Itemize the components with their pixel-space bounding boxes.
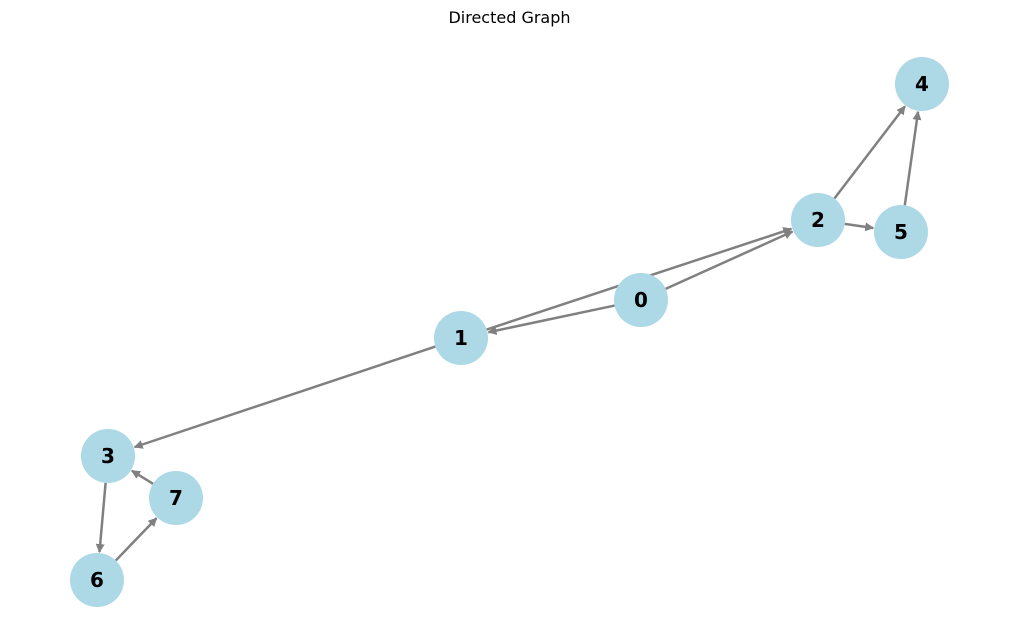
edge-1-to-3 bbox=[133, 345, 436, 449]
edge-7-to-3 bbox=[131, 469, 154, 485]
node-1: 1 bbox=[434, 311, 488, 365]
edge-2-to-5 bbox=[844, 222, 875, 232]
node-circle bbox=[149, 471, 203, 525]
edges-layer bbox=[95, 105, 922, 562]
edge-2-to-4 bbox=[833, 105, 906, 200]
edge-0-to-1 bbox=[487, 304, 615, 335]
node-5: 5 bbox=[874, 205, 928, 259]
edge-0-to-2 bbox=[665, 230, 794, 291]
node-label: 3 bbox=[101, 444, 115, 468]
edge-3-to-6 bbox=[95, 482, 107, 554]
node-3: 3 bbox=[81, 429, 135, 483]
diagram-title: Directed Graph bbox=[448, 8, 571, 27]
node-circle bbox=[81, 429, 135, 483]
node-label: 5 bbox=[894, 220, 908, 244]
node-7: 7 bbox=[149, 471, 203, 525]
node-label: 0 bbox=[634, 288, 648, 312]
nodes-layer: 0 1 2 3 4 5 6 7 bbox=[70, 57, 949, 607]
edge-6-to-7 bbox=[114, 517, 158, 562]
node-circle bbox=[874, 205, 928, 259]
node-circle bbox=[434, 311, 488, 365]
node-circle bbox=[895, 57, 949, 111]
node-label: 4 bbox=[915, 72, 929, 96]
edge-5-to-4 bbox=[903, 110, 922, 206]
node-4: 4 bbox=[895, 57, 949, 111]
node-label: 6 bbox=[90, 568, 104, 592]
node-2: 2 bbox=[791, 193, 845, 247]
node-0: 0 bbox=[614, 273, 668, 327]
node-label: 7 bbox=[169, 486, 183, 510]
node-circle bbox=[614, 273, 668, 327]
node-circle bbox=[70, 553, 124, 607]
node-circle bbox=[791, 193, 845, 247]
node-label: 2 bbox=[811, 208, 825, 232]
node-label: 1 bbox=[454, 326, 468, 350]
node-6: 6 bbox=[70, 553, 124, 607]
